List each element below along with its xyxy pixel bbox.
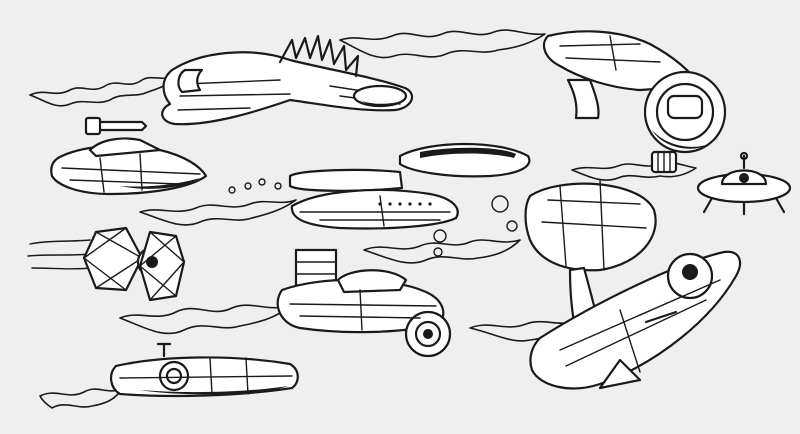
alien-pilot [739,173,749,183]
nose-dome [352,84,408,108]
ship-hull [161,51,414,126]
capsule-pod [524,182,657,272]
cockpit-ring [655,82,715,142]
turbine-ring [414,320,442,348]
saucer-hull [290,188,459,230]
antenna-mount [84,116,102,136]
hatch-porthole [158,360,190,392]
intake-bubbles [433,195,518,257]
turbine-core [423,329,433,339]
hatch-ring [165,367,183,385]
hex-wing-fighter [27,226,186,302]
antenna [739,151,749,170]
finned-starship [29,34,414,126]
hull-shadow [140,386,288,395]
landing-legs [702,196,786,216]
sphere-shadow [652,130,718,149]
exhaust-trail [39,387,123,409]
hull-panel-lines [289,289,437,331]
cockpit-window [666,94,704,120]
stack-ribs [295,261,337,275]
twin-hull-jet-fighter [119,248,452,358]
rocket-pilot-ship [363,179,742,390]
hull-panel-lines [119,357,293,395]
disc-saucer-cruiser [139,142,531,230]
engine-pod [177,68,204,94]
tiny-ufo-saucer [571,150,792,216]
hull-panel-lines [559,35,661,71]
pilot-helmet [682,264,698,280]
deck-window-band [420,147,516,158]
hull-panel-lines [61,153,201,193]
hull-panel-lines [299,195,451,227]
bubble-cockpit-pod-ship [339,29,727,154]
engine-boom [566,78,600,120]
exhaust-bubbles [228,178,282,194]
hull-shadow [120,178,200,189]
wing-struts-right [139,231,185,301]
nose-shadow [360,100,404,106]
engine-nacelle [288,168,404,192]
cockpit-window [146,256,158,268]
cabin [88,137,162,158]
exhaust-trail [139,199,297,226]
capsule-panels [541,179,647,271]
canopy [336,269,408,294]
hull-panel-lines [177,79,401,111]
antenna [156,342,172,358]
antenna-cruiser [50,116,208,196]
tail-fin [598,358,642,390]
exhaust-trail [571,161,697,181]
porthole-row [378,202,432,206]
side-cannon [644,310,678,324]
shuttle-capsule [39,342,299,409]
exhaust-trail [339,29,546,59]
exhaust-trail [363,239,521,264]
dorsal-fins [278,34,360,78]
rocket-panel-lines [559,279,721,373]
coil-rings [657,151,671,173]
